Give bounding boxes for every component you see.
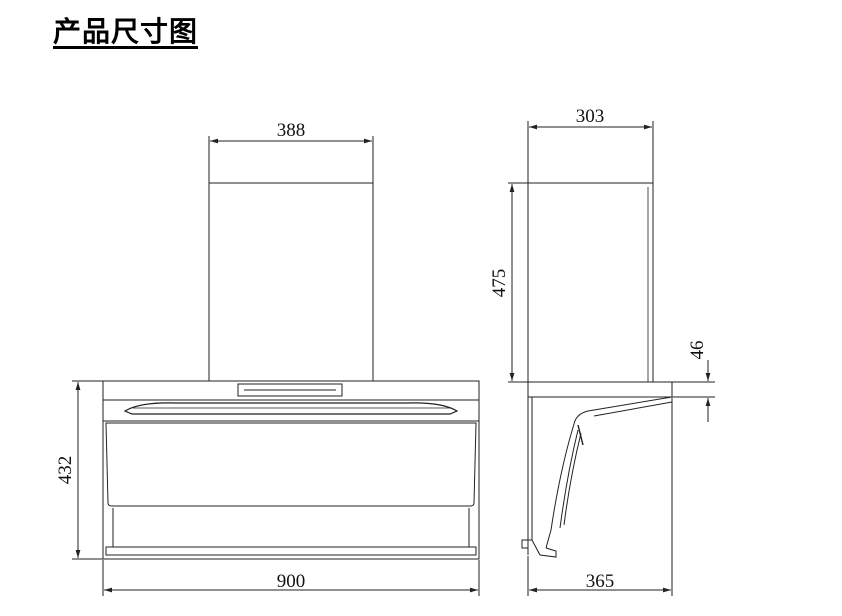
page-title: 产品尺寸图: [53, 15, 199, 48]
front-body: [102, 380, 480, 560]
dim-900-label: 900: [277, 571, 306, 592]
front-control-strip: [237, 383, 343, 397]
side-view: [508, 121, 715, 596]
dim-388-label: 388: [277, 120, 306, 141]
side-top-plate: [528, 381, 673, 398]
dim-432-label: 432: [55, 456, 76, 485]
dim-303-label: 303: [576, 106, 605, 127]
side-front-panel: [545, 423, 575, 549]
front-glass-panel: [105, 422, 477, 507]
side-hood-top: [573, 396, 673, 425]
front-view: [72, 136, 480, 596]
dim-475-label: 475: [489, 269, 510, 298]
front-bottom-rail: [105, 546, 477, 556]
side-chimney: [527, 182, 654, 383]
front-glass-strip: [123, 402, 459, 415]
front-chimney: [208, 182, 374, 382]
dim-46-label: 46: [687, 341, 708, 360]
dim-365-label: 365: [586, 571, 615, 592]
side-bottom: [528, 539, 557, 558]
